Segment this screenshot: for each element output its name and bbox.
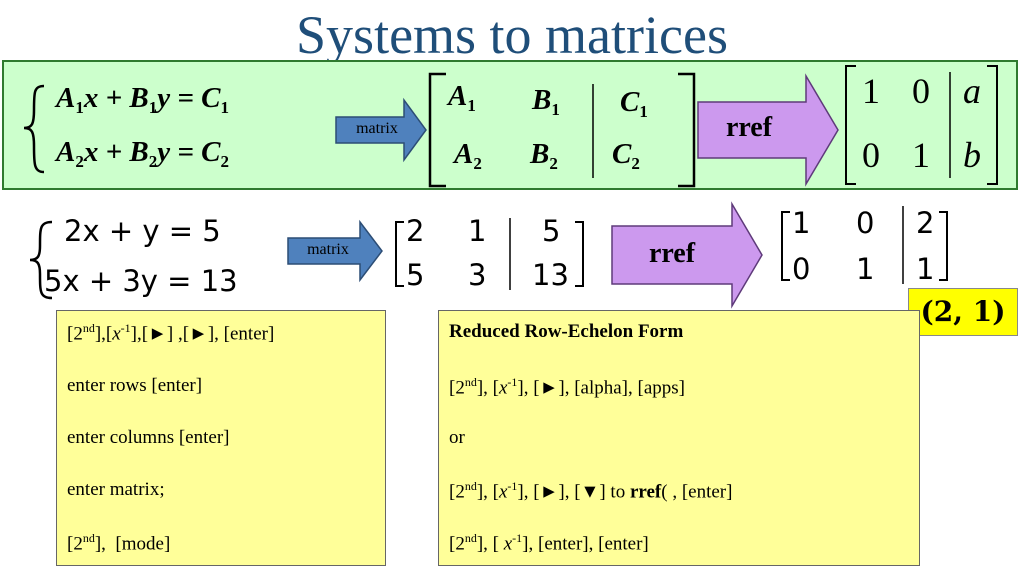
rref-cell-r1c3: a <box>963 71 981 111</box>
example-aug-r2c1: 5 <box>406 258 425 292</box>
example-aug-r1c2: 1 <box>468 214 487 248</box>
aug-cell-a1: A1 <box>448 80 476 115</box>
example-rref-left-bracket <box>781 211 790 281</box>
right-line-4: [2nd], [x-1], [►], [▼] to rref( , [enter… <box>449 479 733 503</box>
matrix-arrow-example <box>287 219 383 283</box>
left-line-2: enter rows [enter] <box>67 375 203 396</box>
example-rref-r2c3: 1 <box>916 252 935 286</box>
matrix-entry-instructions: [2nd],[x-1],[►] ,[►], [enter] enter rows… <box>56 310 386 566</box>
aug-cell-c2: C2 <box>612 138 640 173</box>
general-equation-1: A1x + B1y = C1 <box>56 82 229 117</box>
aug-cell-b1: B1 <box>532 84 560 119</box>
rref-instructions: Reduced Row-Echelon Form [2nd], [x-1], [… <box>438 310 920 566</box>
left-line-3: enter columns [enter] <box>67 427 230 448</box>
aug-cell-b2: B2 <box>530 138 558 173</box>
right-line-3: or <box>449 427 465 448</box>
example-aug-left-bracket <box>395 221 404 287</box>
rref-matrix-right-bracket <box>987 65 998 185</box>
example-rref-r1c1: 1 <box>792 206 811 240</box>
example-aug-r1c1: 2 <box>406 214 425 248</box>
page-title: Systems to matrices <box>296 5 728 65</box>
left-line-1: [2nd],[x-1],[►] ,[►], [enter] <box>67 321 275 345</box>
example-aug-r1c3: 5 <box>542 214 561 248</box>
example-matrix-arrow-label: matrix <box>307 241 349 258</box>
aug-matrix-left-bracket <box>428 72 446 188</box>
example-aug-right-bracket <box>575 221 584 287</box>
example-aug-r2c2: 3 <box>468 258 487 292</box>
example-rref-right-bracket <box>939 211 948 281</box>
left-line-5: [2nd], [mode] <box>67 531 171 555</box>
example-rref-r1c2: 0 <box>856 206 875 240</box>
system-brace <box>23 84 45 174</box>
rref-cell-r2c1: 0 <box>862 135 880 175</box>
right-line-5: [2nd], [ x-1], [enter], [enter] <box>449 531 649 555</box>
solution-badge: (2, 1) <box>908 288 1018 336</box>
matrix-arrow-label: matrix <box>356 120 398 137</box>
left-line-4: enter matrix; <box>67 479 165 500</box>
right-line-2: [2nd], [x-1], [►], [alpha], [apps] <box>449 375 685 399</box>
example-aug-r2c3: 13 <box>532 258 569 292</box>
example-rref-r1c3: 2 <box>916 206 935 240</box>
rref-cell-r2c3: b <box>963 135 981 175</box>
example-equation-1: 2x + y = 5 <box>64 214 221 248</box>
matrix-arrow-general <box>335 97 427 163</box>
example-rref-arrow-label: rref <box>648 238 696 269</box>
rref-cell-r1c1: 1 <box>862 71 880 111</box>
general-equation-2: A2x + B2y = C2 <box>56 136 229 171</box>
rref-cell-r1c2: 0 <box>912 71 930 111</box>
rref-arrow-example <box>611 201 763 309</box>
example-brace <box>29 220 53 300</box>
rref-arrow-general <box>697 73 839 187</box>
rref-cell-r2c2: 1 <box>912 135 930 175</box>
aug-matrix-right-bracket <box>678 72 696 188</box>
example-rref-r2c1: 0 <box>792 252 811 286</box>
general-form-panel <box>2 60 1018 190</box>
right-heading: Reduced Row-Echelon Form <box>449 321 684 342</box>
aug-cell-a2: A2 <box>454 138 482 173</box>
aug-cell-c1: C1 <box>620 86 648 121</box>
example-rref-r2c2: 1 <box>856 252 875 286</box>
rref-arrow-label: rref <box>725 112 773 143</box>
example-equation-2: 5x + 3y = 13 <box>44 264 238 298</box>
rref-matrix-left-bracket <box>845 65 856 185</box>
